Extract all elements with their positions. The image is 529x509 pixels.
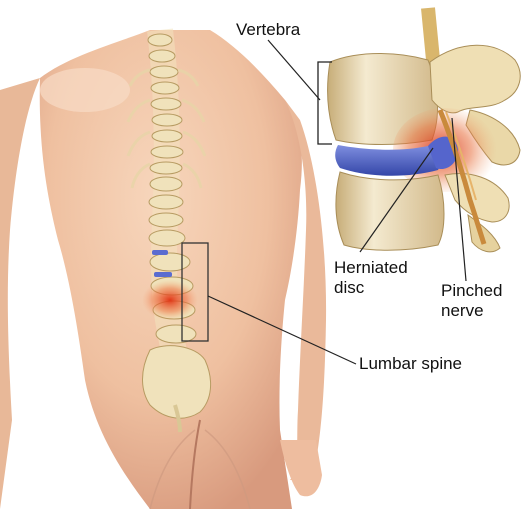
inflammation-area xyxy=(142,280,198,320)
pinched-nerve-label-line2: nerve xyxy=(441,301,484,321)
vertebra-closeup xyxy=(328,8,521,252)
herniated-disc-label-line2: disc xyxy=(334,278,364,298)
vertebra-label: Vertebra xyxy=(236,20,300,40)
lumbar-spine-label: Lumbar spine xyxy=(359,354,462,374)
pinched-nerve-label-line1: Pinched xyxy=(441,281,502,301)
herniated-disc-label-line1: Herniated xyxy=(334,258,408,278)
